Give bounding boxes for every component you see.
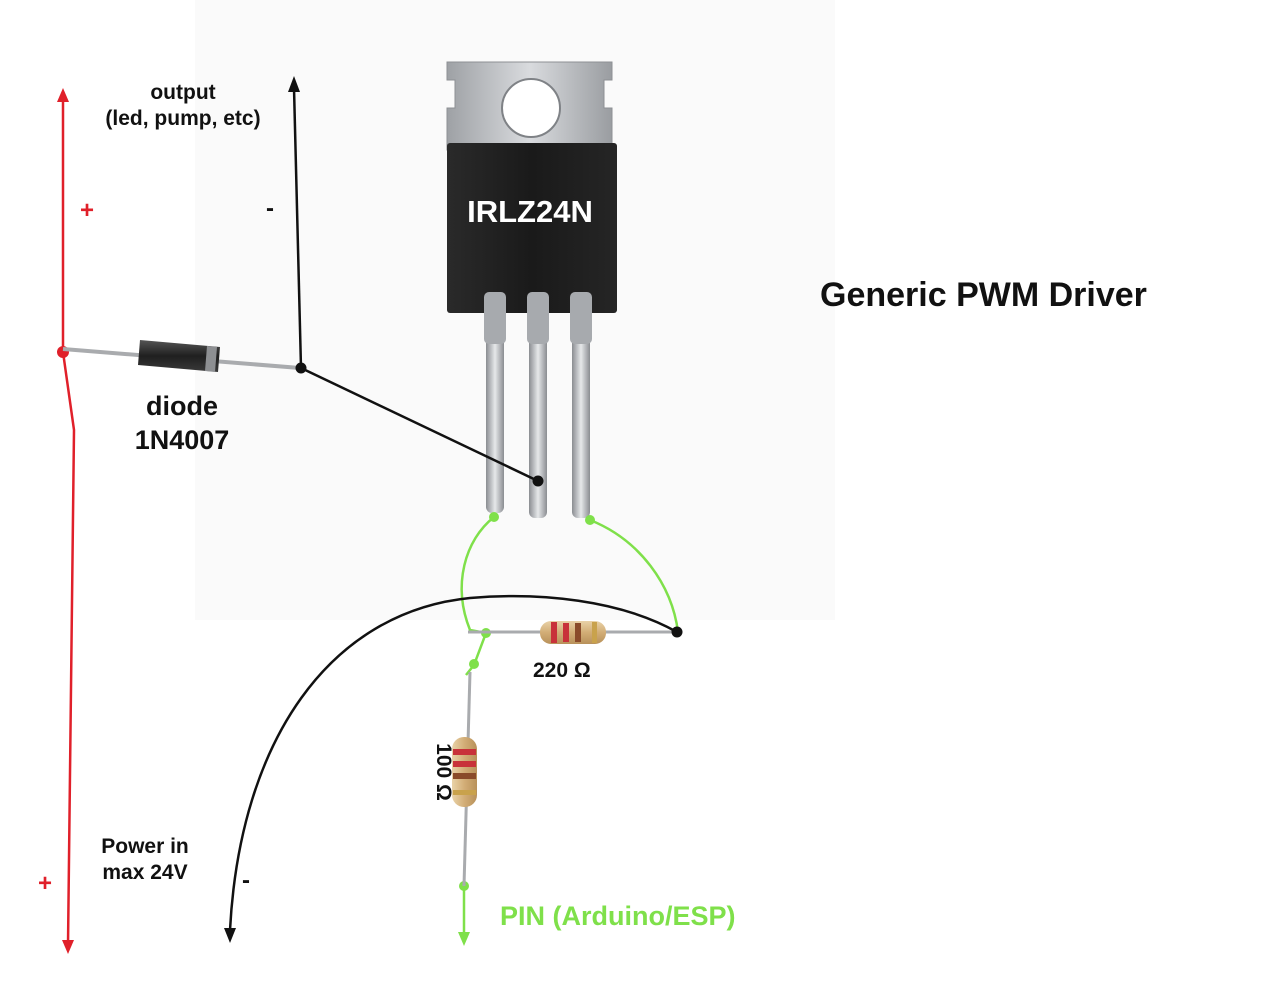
source-junction-dot [671, 626, 683, 638]
diode-body [138, 340, 220, 372]
diode-1n4007 [62, 340, 301, 372]
mosfet-leg-source [572, 298, 590, 518]
resistor-100-band-2 [453, 761, 476, 767]
source-wire [589, 518, 680, 633]
mosfet-irlz24n: IRLZ24N [446, 61, 617, 518]
output-negative-wire [288, 76, 544, 487]
gate-wire [460, 516, 495, 635]
resistor-220 [468, 621, 682, 644]
gate-to-pin-wire [465, 632, 488, 676]
drain-connection-line [300, 366, 539, 483]
output-negative-arrow [288, 76, 300, 92]
mosfet-tab-hole [501, 78, 561, 138]
diode-cathode-band [205, 346, 217, 372]
drain-junction-dot [532, 475, 544, 487]
resistor-220-band-4 [592, 622, 597, 643]
diagram-title: Generic PWM Driver [820, 276, 1147, 314]
output-label-line-1: output [150, 81, 216, 104]
resistor-100-band-4 [453, 790, 476, 795]
output-label: output (led, pump, etc) [72, 80, 294, 133]
resistor-220-label: 220 Ω [533, 659, 591, 682]
diode-label-line-2: 1N4007 [134, 424, 230, 455]
pin-resistor-top-dot [469, 659, 479, 669]
mosfet-leg-drain [529, 298, 547, 518]
power-label-line-1: Power in [101, 835, 189, 858]
output-label-line-2: (led, pump, etc) [105, 107, 261, 131]
diode-label-line-1: diode [146, 391, 218, 421]
pin-label: PIN (Arduino/ESP) [500, 901, 736, 931]
power-negative-arrow [224, 928, 236, 943]
resistor-100-band-1 [453, 749, 476, 755]
positive-rail-arrow-up [57, 88, 69, 102]
power-negative-arc [228, 594, 678, 931]
gate-dot [489, 512, 499, 522]
resistor-100 [452, 671, 477, 887]
positive-rail-line [61, 98, 76, 946]
output-minus-sign: - [266, 195, 274, 222]
power-minus-sign: - [242, 867, 250, 894]
mosfet-body [447, 143, 617, 313]
output-plus-sign: + [80, 197, 95, 224]
output-negative-line [292, 87, 303, 369]
mosfet-label: IRLZ24N [467, 194, 593, 229]
resistor-100-label: 100 Ω [432, 743, 455, 801]
diode-junction-dot [295, 362, 307, 374]
resistor-220-band-1 [551, 622, 557, 643]
resistor-220-band-3 [575, 623, 581, 642]
source-dot [585, 515, 595, 525]
resistor-220-band-2 [563, 623, 569, 642]
power-plus-sign: + [38, 870, 53, 897]
positive-rail [57, 88, 76, 954]
power-label: Power in max 24V [75, 834, 215, 887]
pin-arrow [458, 932, 470, 946]
diode-label: diode 1N4007 [112, 390, 252, 458]
resistor-100-band-3 [453, 773, 476, 779]
power-negative-wire [224, 594, 683, 943]
power-label-line-2: max 24V [102, 861, 188, 885]
positive-rail-arrow-down [62, 940, 74, 954]
